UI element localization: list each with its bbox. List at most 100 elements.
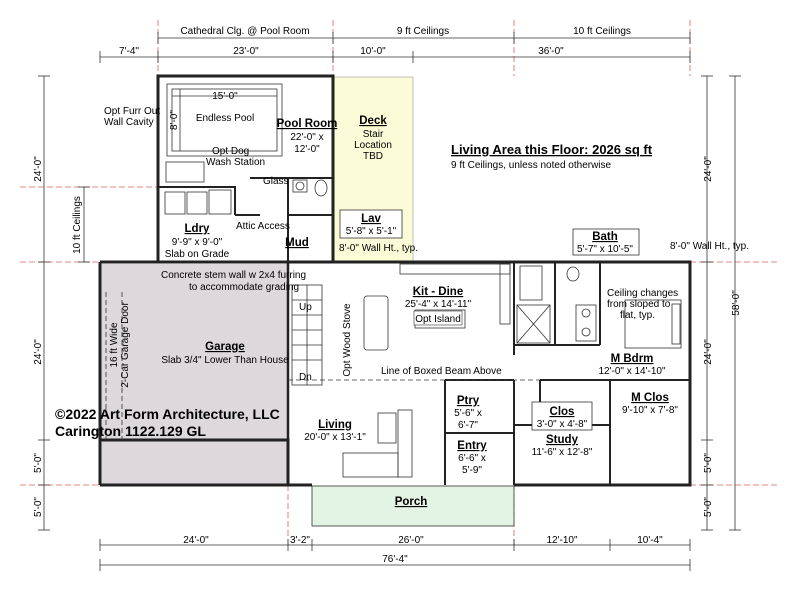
pool-room-title: Pool Room [277,118,338,130]
dim-top-2: 23'-0" [233,46,259,57]
lav-title: Lav [361,213,381,225]
pool-depth-label: 8'-0" [169,110,180,130]
garage-area [101,264,288,485]
ptry-title: Ptry [457,395,480,407]
mbdrm-size: 12'-0" x 14'-10" [598,366,666,377]
left-dimensions: 24'-0" 24'-0" 5'-0" 5'-0" 10 ft Ceilings [33,75,90,531]
ceiling-header: Cathedral Clg. @ Pool Room 9 ft Ceilings… [157,26,691,44]
ceiling-10-label: 10 ft Ceilings [573,26,631,37]
note-furr-1: Opt Furr Out [104,106,160,117]
top-dimensions: 7'-4" 23'-0" 10'-0" 36'-0" [99,46,691,63]
dim-top-3: 10'-0" [360,46,386,57]
dim-right-3: 5'-0" [703,453,714,473]
note-stem-1: Concrete stem wall w 2x4 furring [161,270,306,281]
pool-room-size-1: 22'-0" x [290,132,323,143]
mbdrm-title: M Bdrm [611,353,654,365]
dim-bottom-1: 24'-0" [183,535,209,546]
deck-sub-2: Location [354,140,392,151]
dim-bottom-4: 12'-10" [546,535,577,546]
note-attic: Attic Access [236,221,290,232]
dim-left-2: 24'-0" [33,339,44,365]
dim-top-1: 7'-4" [119,46,139,57]
note-living-area-sub: 9 ft Ceilings, unless noted otherwise [451,160,612,171]
pool-name: Endless Pool [196,113,254,124]
dim-left-4: 5'-0" [33,497,44,517]
dim-left-1: 24'-0" [33,156,44,182]
note-dog-1: Opt Dog [212,146,249,157]
clos-title: Clos [550,406,575,418]
note-stem-2: to accommodate grading [189,282,299,293]
note-up: Up [299,302,312,313]
right-dimensions: 24'-0" 58'-0" 24'-0" 5'-0" 5'-0" [701,75,742,531]
lav-size: 5'-8" x 5'-1" [346,226,397,237]
porch-title: Porch [395,496,428,508]
dim-bottom-2: 3'-2" [290,535,310,546]
porch-area [311,485,515,527]
copyright-line-1: ©2022 Art Form Architecture, LLC [55,406,280,422]
ceiling-cathedral-label: Cathedral Clg. @ Pool Room [180,26,309,37]
note-island: Opt Island [415,314,461,325]
dim-right-total: 58'-0" [731,290,742,316]
study-title: Study [546,434,579,446]
note-garage-door-1: 16 ft Wide [109,322,120,367]
dim-right-2: 24'-0" [703,339,714,365]
ldry-size: 9'-9" x 9'-0" [172,237,223,248]
living-size: 20'-0" x 13'-1" [304,432,366,443]
note-furr-2: Wall Cavity [104,117,154,128]
note-ceiling-3: flat, typ. [620,310,655,321]
note-living-area: Living Area this Floor: 2026 sq ft [451,142,653,157]
note-stove: Opt Wood Stove [342,303,353,377]
dim-bottom-total: 76'-4" [382,554,408,565]
ptry-size-2: 6'-7" [458,420,478,431]
bottom-dimensions: 24'-0" 3'-2" 26'-0" 12'-10" 10'-4" 76'-4… [99,535,691,571]
dim-right-4: 5'-0" [703,497,714,517]
walls [98,74,692,487]
bath-size: 5'-7" x 10'-5" [577,244,633,255]
kit-size: 25'-4" x 14'-11" [405,299,472,310]
dim-right-1: 24'-0" [703,156,714,182]
entry-size-2: 5'-9" [462,465,482,476]
bath-title: Bath [592,231,618,243]
mclos-size: 9'-10" x 7'-8" [622,405,678,416]
note-dn: Dn [299,372,312,383]
pool: 15'-0" 8'-0" Endless Pool [165,83,283,183]
copyright: ©2022 Art Form Architecture, LLC Caringt… [55,406,280,439]
garage-note: Slab 3/4" Lower Than House [161,355,289,366]
deck-sub-3: TBD [363,151,383,162]
note-ceiling-1: Ceiling changes [607,288,678,299]
deck-sub-1: Stair [363,129,384,140]
ptry-size-1: 5'-6" x [454,408,482,419]
dim-bottom-3: 26'-0" [398,535,424,546]
note-garage-door-2: 2-Car Garage Door [120,302,131,388]
deck-title: Deck [359,115,387,127]
ldry-title: Ldry [185,223,211,235]
mud-title: Mud [285,237,309,249]
note-beam: Line of Boxed Beam Above [381,366,502,377]
entry-title: Entry [457,440,487,452]
room-labels: Pool Room 22'-0" x 12'-0" Deck Stair Loc… [161,115,678,508]
note-glass: Glass [263,176,289,187]
pool-room-size-2: 12'-0" [294,144,320,155]
fixtures [105,179,682,478]
garage-title: Garage [205,341,245,353]
dim-top-4: 36'-0" [538,46,564,57]
note-wall-ht-left: 8'-0" Wall Ht., typ. [339,243,418,254]
entry-size-1: 6'-6" x [458,453,486,464]
clos-size: 3'-0" x 4'-8" [537,419,588,430]
notes: Opt Furr Out Wall Cavity Opt Dog Wash St… [104,106,749,388]
pool-width-label: 15'-0" [212,91,238,102]
living-title: Living [318,419,352,431]
dim-left-3: 5'-0" [33,453,44,473]
mclos-title: M Clos [631,392,669,404]
note-ceiling-2: from sloped to [607,299,671,310]
note-wall-ht-right: 8'-0" Wall Ht., typ. [670,241,749,252]
note-dog-2: Wash Station [206,157,265,168]
kit-title: Kit - Dine [413,286,463,298]
dim-bottom-5: 10'-4" [637,535,663,546]
ceiling-9-label: 9 ft Ceilings [397,26,449,37]
ldry-note: Slab on Grade [165,249,230,260]
study-size: 11'-6" x 12'-8" [532,447,593,458]
ceiling-10-left-label: 10 ft Ceilings [72,196,83,254]
copyright-line-2: Carington 1122.129 GL [55,423,206,439]
